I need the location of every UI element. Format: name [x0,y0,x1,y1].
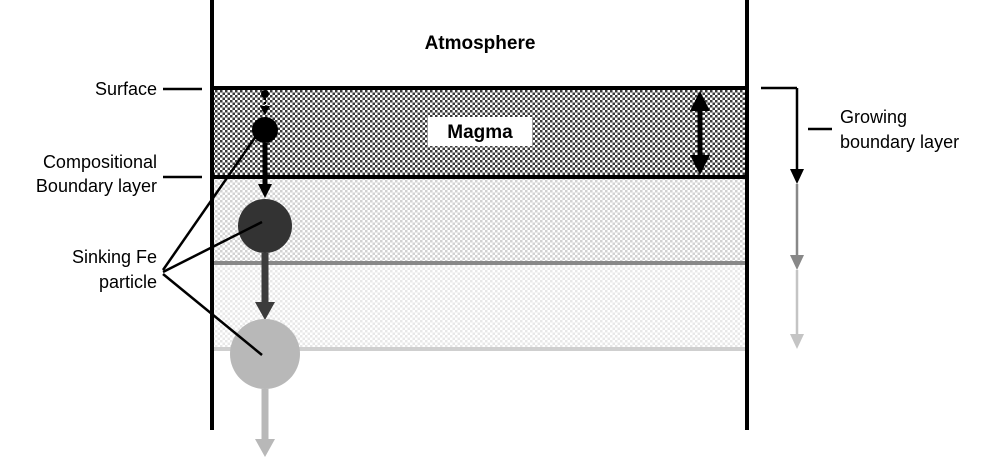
sinking-leader-1 [161,125,265,271]
growth-arrow-2-head [790,255,804,270]
sinking-leader-2 [162,220,263,274]
sinking-leader-3 [162,273,263,356]
boundary-layer-fill-2 [213,177,746,263]
descent-arrow-4-head [255,439,275,457]
growth-arrow-3-head [790,334,804,349]
fe-particle-3 [230,319,300,389]
thickness-arrow-down-head [690,155,710,175]
sinking-label-line2: particle [99,272,157,292]
magma-label-box [428,117,532,146]
growth-arrow-1-head [790,169,804,184]
fe-particle-2 [238,199,292,253]
compositional-label-line2: Boundary layer [36,176,157,196]
sinking-label-line1: Sinking Fe [72,247,157,267]
compositional-label-line1: Compositional [43,152,157,172]
descent-arrow-1-head [260,106,270,115]
descent-arrow-2-head [258,184,272,198]
growing-label-line1: Growing [840,107,907,127]
descent-arrow-3-head [255,302,275,320]
magma-label: Magma [447,122,513,143]
thickness-arrow-up-head [690,91,710,111]
atmosphere-label: Atmosphere [425,33,536,54]
boundary-layer-fill-3 [213,263,746,349]
growing-label-line2: boundary layer [840,132,959,152]
surface-label: Surface [95,79,157,99]
fe-particle-1 [252,117,278,143]
